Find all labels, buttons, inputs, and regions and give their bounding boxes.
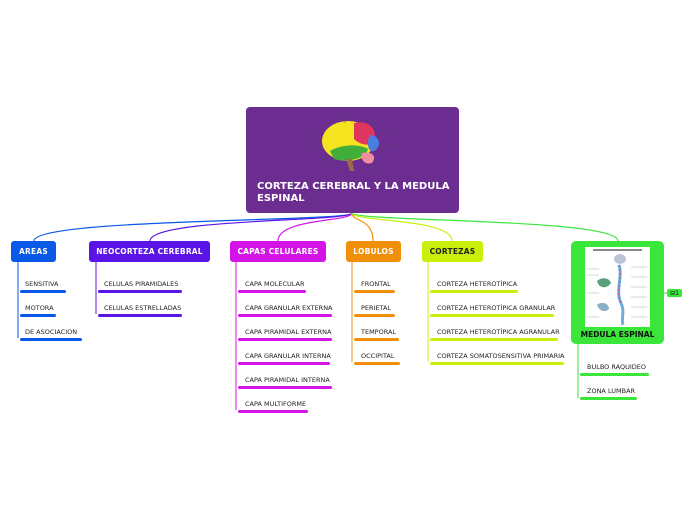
leaf-underline: [238, 410, 308, 413]
leaf-zona-lumbar[interactable]: ZONA LUMBAR: [587, 387, 636, 395]
leaf-underline: [354, 290, 395, 293]
leaf-underline: [20, 290, 66, 293]
leaf-capa-piramidal-interna[interactable]: CAPA PIRAMIDAL INTERNA: [245, 376, 330, 384]
leaf-underline: [238, 362, 330, 365]
central-topic[interactable]: CORTEZA CEREBRAL Y LA MEDULA ESPINAL: [246, 107, 459, 213]
leaf-celulas-piramidales[interactable]: CELULAS PIRAMIDALES: [104, 280, 179, 288]
leaf-underline: [354, 338, 399, 341]
branch-cortezas[interactable]: CORTEZAS: [422, 241, 483, 262]
spine-icon: [587, 249, 647, 326]
leaf-capa-multiforme[interactable]: CAPA MULTIFORME: [245, 400, 307, 408]
badge-icon: ⊟: [670, 289, 676, 297]
leaf-underline: [98, 314, 182, 317]
badge-count: 1: [675, 289, 679, 297]
branch-medula-label: MEDULA ESPINAL: [580, 330, 655, 339]
collapsed-count-badge[interactable]: ⊟1: [667, 289, 682, 297]
branch-neocorteza[interactable]: NEOCORTEZA CEREBRAL: [89, 241, 210, 262]
leaf-corteza-heterotipica-agranular[interactable]: CORTEZA HETEROTÍPICA AGRANULAR: [437, 328, 560, 336]
leaf-underline: [354, 362, 400, 365]
leaf-corteza-heterotipica[interactable]: CORTEZA HETEROTÍPICA: [437, 280, 518, 288]
leaf-underline: [430, 290, 518, 293]
leaf-underline: [20, 338, 82, 341]
leaf-celulas-estrelladas[interactable]: CELULAS ESTRELLADAS: [104, 304, 182, 312]
leaf-underline: [580, 373, 649, 376]
leaf-bulbo-raquideo[interactable]: BULBO RAQUIDEO: [587, 363, 646, 371]
brain-icon: [311, 118, 392, 171]
leaf-underline: [354, 314, 395, 317]
leaf-underline: [238, 290, 306, 293]
branch-neocorteza-label: NEOCORTEZA CEREBRAL: [96, 247, 203, 256]
leaf-underline: [238, 314, 332, 317]
branch-capas[interactable]: CAPAS CELULARES: [230, 241, 326, 262]
leaf-capa-piramidal-externa[interactable]: CAPA PIRAMIDAL EXTERNA: [245, 328, 332, 336]
leaf-underline: [430, 338, 558, 341]
leaf-motora[interactable]: MOTORA: [25, 304, 54, 312]
leaf-corteza-somatosensitiva-primaria[interactable]: CORTEZA SOMATOSENSITIVA PRIMARIA: [437, 352, 565, 360]
branch-areas[interactable]: AREAS: [11, 241, 56, 262]
leaf-corteza-heterotipica-granular[interactable]: CORTEZA HETEROTÍPICA GRANULAR: [437, 304, 556, 312]
branch-lobulos[interactable]: LOBULOS: [346, 241, 401, 262]
leaf-underline: [238, 386, 332, 389]
leaf-capa-molecular[interactable]: CAPA MOLECULAR: [245, 280, 305, 288]
branch-capas-label: CAPAS CELULARES: [237, 247, 319, 256]
spinal-cord-image: [585, 247, 650, 327]
leaf-underline: [430, 314, 554, 317]
leaf-frontal[interactable]: FRONTAL: [361, 280, 391, 288]
leaf-sensitiva[interactable]: SENSITIVA: [25, 280, 59, 288]
leaf-perietal[interactable]: PERIETAL: [361, 304, 392, 312]
leaf-capa-granular-interna[interactable]: CAPA GRANULAR INTERNA: [245, 352, 331, 360]
leaf-temporal[interactable]: TEMPORAL: [361, 328, 397, 336]
leaf-capa-granular-externa[interactable]: CAPA GRANULAR EXTERNA: [245, 304, 333, 312]
leaf-underline: [20, 314, 56, 317]
leaf-occipital[interactable]: OCCIPITAL: [361, 352, 395, 360]
branch-lobulos-label: LOBULOS: [353, 247, 394, 256]
leaf-underline: [580, 397, 637, 400]
leaf-underline: [98, 290, 182, 293]
leaf-underline: [238, 338, 332, 341]
branch-cortezas-label: CORTEZAS: [429, 247, 476, 256]
branch-areas-label: AREAS: [19, 247, 48, 256]
branch-medula[interactable]: MEDULA ESPINAL: [571, 241, 664, 344]
leaf-de-asociacion[interactable]: DE ASOCIACION: [25, 328, 78, 336]
central-topic-title: CORTEZA CEREBRAL Y LA MEDULA ESPINAL: [257, 181, 450, 204]
leaf-underline: [430, 362, 564, 365]
